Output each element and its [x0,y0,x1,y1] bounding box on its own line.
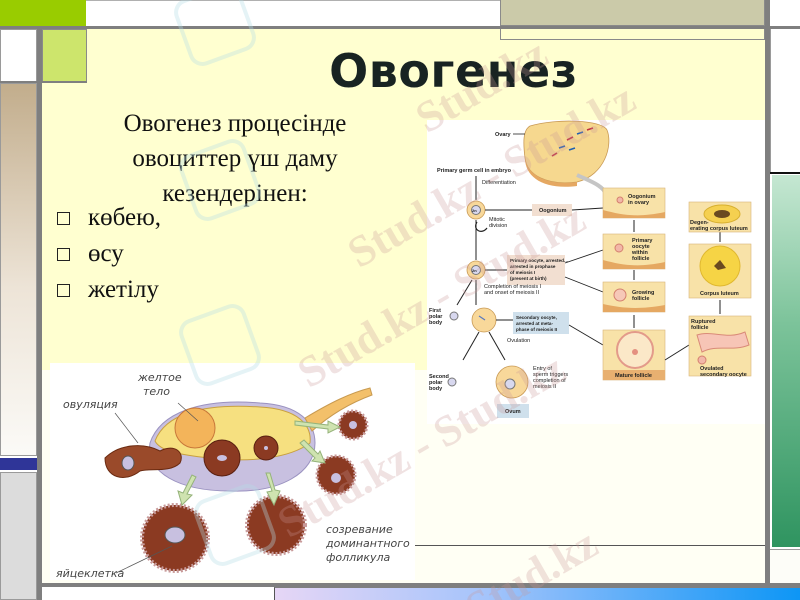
svg-text:oocyte: oocyte [632,244,650,250]
svg-text:follicle: follicle [632,296,649,302]
svg-text:(present at birth): (present at birth) [510,276,547,281]
label-oogonium: Oogonium [539,208,567,214]
right-green-gradient-bar [772,175,800,547]
bottom-gradient-bar [274,587,800,600]
svg-text:division: division [489,223,507,229]
svg-text:Ruptured: Ruptured [691,319,715,325]
slide-title: Овогенез [329,44,578,98]
svg-text:arrested at meta-: arrested at meta- [516,321,553,326]
bottom-white-block [42,587,274,600]
label-differentiation: Differentiation [482,180,516,186]
label-maturation: созревание [326,523,393,536]
left-divider-line [0,81,87,83]
svg-text:Growing: Growing [632,290,654,296]
mid-divider-line [415,545,765,546]
right-black-line [770,172,800,174]
svg-text:body: body [429,386,443,392]
right-bottom-white-block [770,549,800,583]
bullet-label: өсу [88,240,124,267]
label-2n: 2n [472,208,477,213]
svg-text:Second: Second [429,374,449,380]
intro-text: Овогенез процесінде овоциттер үш даму ке… [123,110,347,207]
label-ovulation-ru: овуляция [63,398,118,411]
square-bullet-icon [57,283,70,297]
right-white-block [770,29,800,173]
svg-text:Ovulated: Ovulated [700,366,724,372]
svg-text:фолликула: фолликула [326,551,391,564]
label-primary-germ-cell: Primary germ cell in embryo [437,168,512,174]
svg-text:polar: polar [429,380,443,386]
left-blue-stripe [0,458,37,470]
svg-text:follicle: follicle [632,256,649,262]
label-corpus-luteum: Corpus luteum [700,291,739,297]
svg-text:Entry of: Entry of [533,366,552,372]
svg-text:Completion of meiosis I: Completion of meiosis I [484,284,542,290]
svg-text:erating corpus luteum: erating corpus luteum [690,226,748,232]
top-right-white-block [770,0,800,26]
label-mature-follicle: Mature follicle [615,373,652,379]
label-ovulation: Ovulation [507,338,530,344]
label-egg-cell: яйцеклетка [56,567,125,580]
label-ovary: Ovary [495,132,512,138]
svg-text:sperm triggers: sperm triggers [533,372,568,378]
svg-text:follicle: follicle [691,325,708,331]
left-white-block [0,29,37,82]
left-gray-block [0,472,37,600]
svg-text:within: within [631,250,649,256]
ovary-illustration: желтое тело овуляция яйцеклетка созреван… [50,363,415,580]
bullet-item: өсу [55,236,355,272]
svg-text:completion of: completion of [533,378,566,384]
label-primary-oocyte: Primary oocyte, arrested… [510,258,569,263]
svg-text:2n: 2n [472,268,477,273]
bullet-item: көбею, [55,200,355,236]
khaki-inner-box [500,26,765,40]
svg-text:Mitotic: Mitotic [489,217,505,223]
label-secondary-oocyte: Secondary oocyte, [516,315,557,320]
bullet-label: көбею, [88,204,162,231]
left-gradient-bar [0,83,37,456]
left-lightgreen-block [42,29,87,82]
square-bullet-icon [57,211,70,225]
square-bullet-icon [57,247,70,261]
bullet-list: көбею, өсу жетілу [55,200,355,308]
top-green-block [0,0,86,26]
bottom-divider-line [42,583,800,587]
svg-text:body: body [429,320,443,326]
top-khaki-block [500,0,765,26]
top-divider-line [0,26,800,29]
left-vertical-line [37,26,42,600]
svg-text:secondary oocyte: secondary oocyte [700,372,747,378]
svg-text:phase of meiosis II: phase of meiosis II [516,327,557,332]
oogenesis-diagram: Ovary Primary germ cell in embryo Differ… [427,120,765,424]
bullet-item: жетілу [55,272,355,308]
right-vertical-line [765,0,770,600]
label-yellow-body: желтое [137,371,182,384]
svg-text:Primary: Primary [632,238,653,244]
svg-text:in ovary: in ovary [628,200,650,206]
label-first-polar-body: First [429,308,441,314]
svg-text:arrested in prophase: arrested in prophase [510,264,556,269]
bullet-label: жетілу [88,276,159,303]
label-ovum: Ovum [505,409,521,415]
svg-text:доминантного: доминантного [325,537,410,550]
svg-text:of meiosis I: of meiosis I [510,270,535,275]
svg-text:and onset of meiosis II: and onset of meiosis II [484,290,540,296]
svg-text:polar: polar [429,314,443,320]
svg-text:тело: тело [143,385,170,398]
svg-text:Degen-: Degen- [690,220,709,226]
svg-text:Oogonium: Oogonium [628,194,656,200]
svg-text:meiosis II: meiosis II [533,384,557,390]
